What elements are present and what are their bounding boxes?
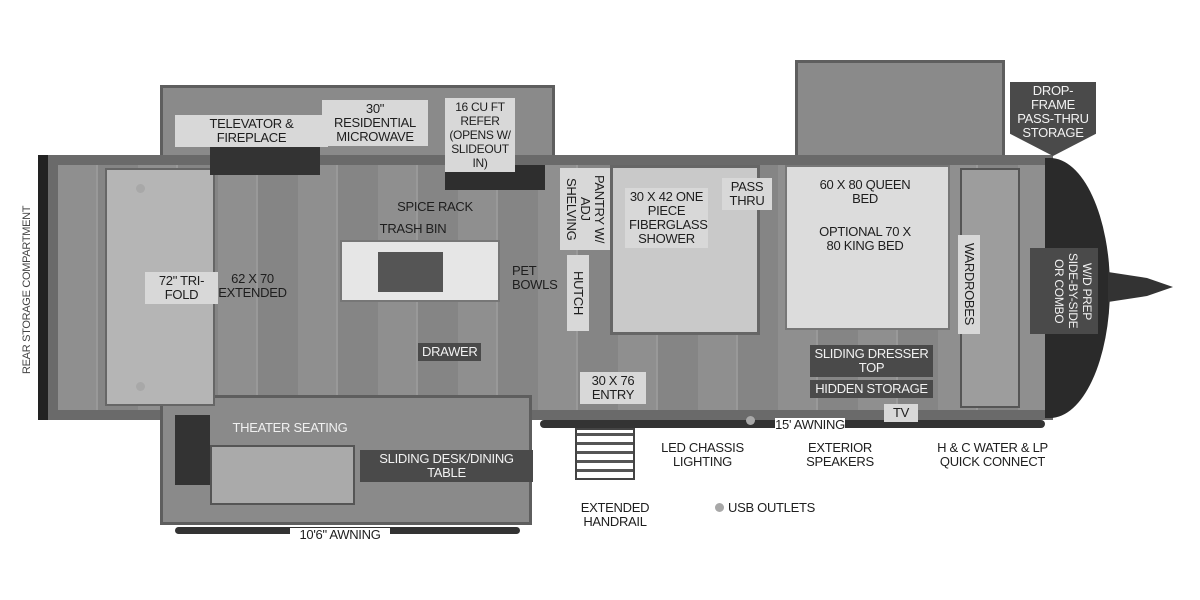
usb-outlet-dot (746, 416, 755, 425)
sink (378, 252, 443, 292)
spice-rack-label: SPICE RACK (397, 199, 473, 214)
trifold-label: 72" TRI-FOLD (145, 272, 218, 304)
usb-legend-dot (715, 503, 724, 512)
usb-outlet-dot (136, 184, 145, 193)
tv-cabinet (175, 415, 210, 485)
drop-frame-label: DROP-FRAME PASS-THRU STORAGE (1010, 82, 1096, 156)
trash-bin-label: TRASH BIN (379, 221, 447, 236)
bed (785, 165, 950, 330)
tv-label: TV (884, 404, 918, 422)
televator-label: TELEVATOR & FIREPLACE (175, 115, 328, 147)
king-bed-label: OPTIONAL 70 x 80 KING BED (819, 224, 911, 253)
hidden-storage-label: HIDDEN STORAGE (810, 380, 933, 398)
wardrobes-label: WARDROBES (958, 235, 980, 334)
theater-seating-label: THEATER SEATING (232, 420, 348, 435)
theater-seating-sofa (210, 445, 355, 505)
rear-cap (38, 155, 48, 420)
drawer-label: DRAWER (418, 343, 481, 361)
shower-label: 30 x 42 ONE PIECE FIBERGLASS SHOWER (625, 188, 708, 248)
microwave-label: 30" RESIDENTIAL MICROWAVE (322, 100, 428, 146)
extended-label: 62 x 70 EXTENDED (218, 271, 287, 300)
queen-bed-label: 60 x 80 QUEEN BED (819, 177, 911, 206)
fireplace (210, 145, 320, 175)
pantry-label: PANTRY w/ ADJ SHELVING (560, 168, 610, 250)
rear-storage-label: REAR STORAGE COMPARTMENT (21, 205, 33, 375)
usb-outlet-dot (136, 382, 145, 391)
desk-label: SLIDING DESK/DINING TABLE (360, 450, 533, 482)
hitch-pin (1108, 272, 1173, 302)
wd-prep-label: W/D PREP SIDE-BY-SIDE or COMBO (1030, 248, 1098, 334)
exterior-speakers-label: EXTERIOR SPEAKERS (806, 440, 874, 469)
usb-outlets-label: USB OUTLETS (728, 500, 815, 515)
dresser-label: SLIDING DRESSER TOP (810, 345, 933, 377)
awning-15-label: 15' AWNING (775, 417, 845, 432)
hutch-label: HUTCH (567, 255, 589, 331)
entry-steps (575, 428, 635, 480)
refer-label: 16 CU FT REFER (OPENS w/ SLIDEOUT IN) (445, 98, 515, 172)
entry-label: 30 x 76 ENTRY (580, 372, 646, 404)
pass-thru-label: PASS THRU (722, 178, 772, 210)
handrail-label: EXTENDED HANDRAIL (580, 500, 650, 529)
led-lighting-label: LED CHASSIS LIGHTING (661, 440, 744, 469)
awning-10-6-label: 10'6" AWNING (290, 528, 390, 542)
water-lp-label: H & C WATER & LP QUICK CONNECT (937, 440, 1048, 469)
pet-bowls-label: PET BOWLS (512, 263, 558, 292)
